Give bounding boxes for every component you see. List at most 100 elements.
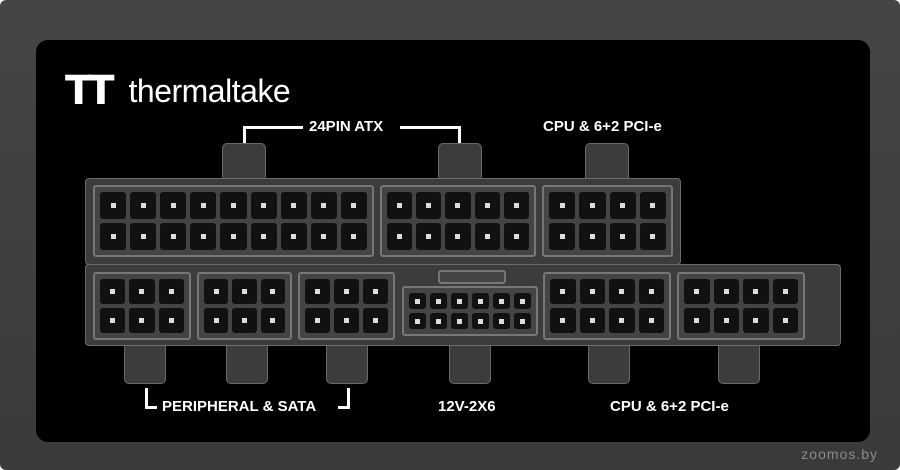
pin	[430, 293, 447, 309]
watermark: zoomos.by	[801, 446, 878, 462]
pin	[130, 223, 157, 250]
pin	[334, 279, 359, 304]
pin	[340, 223, 367, 250]
bracket-line	[338, 406, 350, 409]
12v-2x6-sense-pins	[438, 270, 506, 284]
pin	[340, 192, 367, 219]
pin	[713, 308, 739, 333]
pin	[129, 279, 155, 304]
pin	[310, 223, 337, 250]
pin	[549, 192, 576, 219]
pin	[579, 308, 605, 333]
pin	[451, 313, 468, 329]
pin	[503, 192, 529, 219]
pin	[639, 192, 666, 219]
pin	[363, 308, 388, 333]
pin	[305, 308, 330, 333]
pin	[684, 279, 710, 304]
bracket-line	[458, 126, 461, 146]
label-12v-2x6: 12V-2X6	[438, 398, 496, 415]
pin	[743, 308, 769, 333]
label-peripheral-sata: PERIPHERAL & SATA	[162, 398, 317, 415]
pin	[472, 313, 489, 329]
pin	[743, 279, 769, 304]
pin	[514, 293, 531, 309]
pin	[220, 192, 247, 219]
pin	[387, 192, 413, 219]
bracket-line	[145, 388, 148, 409]
label-24pin-atx: 24PIN ATX	[309, 118, 384, 135]
pin	[514, 313, 531, 329]
pin	[609, 308, 635, 333]
pin	[609, 192, 636, 219]
pin	[334, 308, 359, 333]
pin	[100, 308, 126, 333]
pin	[638, 279, 664, 304]
12v-2x6-socket[interactable]	[402, 286, 538, 336]
pin	[609, 279, 635, 304]
pin	[474, 223, 500, 250]
brand-name: thermaltake	[128, 72, 291, 109]
label-cpu-pcie-top: CPU & 6+2 PCI-e	[543, 118, 662, 135]
pin	[445, 223, 471, 250]
pin	[280, 192, 307, 219]
peripheral-sata-socket[interactable]	[197, 272, 292, 340]
pin	[416, 223, 442, 250]
atx-24pin-main-socket[interactable]	[93, 185, 374, 257]
pin	[160, 192, 187, 219]
pin	[100, 279, 126, 304]
pin	[409, 293, 426, 309]
bracket-line	[243, 126, 303, 129]
cpu-pcie-socket[interactable]	[542, 185, 673, 257]
pin	[190, 223, 217, 250]
pin	[472, 293, 489, 309]
pin	[100, 192, 127, 219]
pin	[474, 192, 500, 219]
pin	[204, 279, 229, 304]
thermaltake-logo: TT thermaltake	[65, 68, 291, 114]
cpu-pcie-socket[interactable]	[543, 272, 671, 340]
bracket-line	[145, 406, 157, 409]
pin	[280, 223, 307, 250]
pin	[772, 279, 798, 304]
pin	[204, 308, 229, 333]
pin	[232, 308, 257, 333]
peripheral-sata-socket[interactable]	[93, 272, 191, 340]
pin	[158, 279, 184, 304]
pin	[550, 308, 576, 333]
pin	[220, 223, 247, 250]
pin	[684, 308, 710, 333]
pin	[451, 293, 468, 309]
pin	[772, 308, 798, 333]
pin	[550, 279, 576, 304]
pin	[549, 223, 576, 250]
pin	[713, 279, 739, 304]
pin	[493, 293, 510, 309]
cpu-pcie-socket[interactable]	[677, 272, 805, 340]
pin	[158, 308, 184, 333]
pin	[609, 223, 636, 250]
pin	[416, 192, 442, 219]
pin	[445, 192, 471, 219]
pin	[409, 313, 426, 329]
pin	[160, 223, 187, 250]
bracket-line	[347, 388, 350, 409]
pin	[638, 308, 664, 333]
peripheral-sata-socket[interactable]	[298, 272, 395, 340]
pin	[579, 223, 606, 250]
pin	[579, 192, 606, 219]
pin	[250, 223, 277, 250]
pin	[100, 223, 127, 250]
label-cpu-pcie-bottom: CPU & 6+2 PCI-e	[610, 398, 729, 415]
pin	[190, 192, 217, 219]
atx-24pin-secondary-socket[interactable]	[380, 185, 536, 257]
pin	[232, 279, 257, 304]
bracket-line	[243, 126, 246, 146]
pin	[387, 223, 413, 250]
pin	[493, 313, 510, 329]
pin	[250, 192, 277, 219]
pin	[260, 308, 285, 333]
pin	[305, 279, 330, 304]
pin	[503, 223, 529, 250]
pin	[579, 279, 605, 304]
